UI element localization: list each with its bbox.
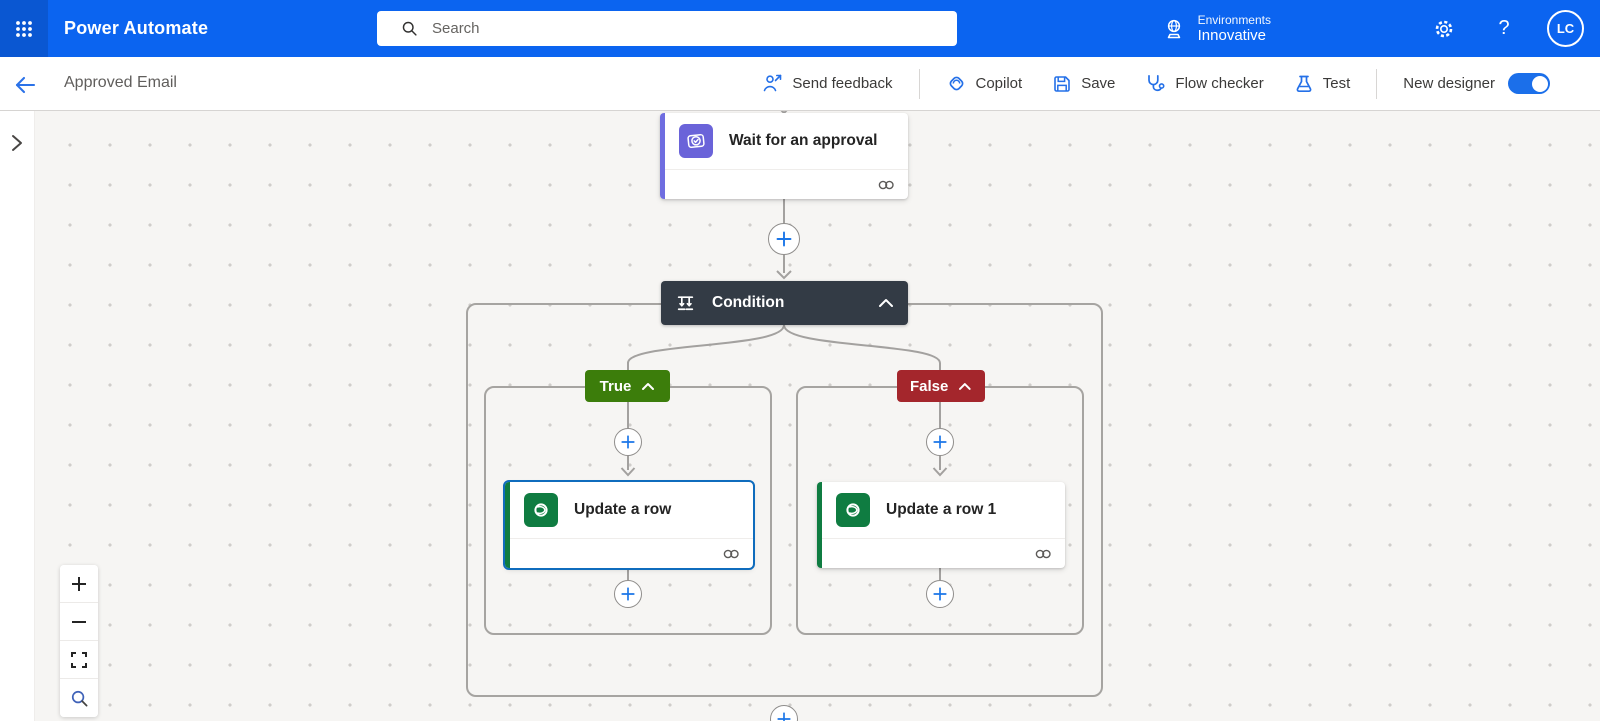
expand-panel-button[interactable] (6, 131, 28, 155)
help-button[interactable]: ? (1487, 12, 1521, 46)
action-card-update-a-row-1[interactable]: Update a row 1 (817, 482, 1065, 568)
toggle-knob (1531, 75, 1548, 92)
fit-to-window-icon (71, 651, 87, 668)
account-avatar[interactable]: LC (1547, 10, 1584, 47)
new-designer-label: New designer (1403, 75, 1495, 92)
dataverse-icon (524, 493, 558, 527)
flow-canvas[interactable]: Wait for an approval (0, 111, 1600, 721)
new-designer-toggle[interactable] (1508, 73, 1550, 94)
collapse-false-chevron-icon (959, 382, 972, 390)
collapse-true-chevron-icon (642, 382, 655, 390)
flow-checker-button[interactable]: Flow checker (1135, 67, 1273, 100)
add-action-plus-icon (621, 587, 635, 601)
false-label: False (910, 377, 949, 395)
condition-title: Condition (712, 294, 785, 311)
add-action-plus-icon (933, 435, 947, 449)
zoom-out-icon (72, 620, 86, 623)
flow-checker-icon (1148, 74, 1165, 92)
toolbar-separator (1376, 68, 1378, 99)
copilot-button[interactable]: Copilot (936, 67, 1033, 100)
zoom-in-icon (72, 576, 86, 591)
back-button[interactable] (12, 72, 38, 98)
insert-step-button-true[interactable] (614, 428, 642, 456)
top-app-bar: Power Automate Environments Innovative (0, 0, 1600, 57)
true-label: True (599, 377, 632, 395)
card-title: Wait for an approval (729, 132, 878, 149)
send-feedback-label: Send feedback (792, 75, 893, 92)
waffle-menu-button[interactable] (0, 0, 48, 57)
canvas-zoom-controls (60, 565, 98, 717)
add-action-button-after-condition[interactable] (770, 705, 798, 721)
gear-icon (1435, 20, 1453, 37)
add-action-button-false[interactable] (926, 580, 954, 608)
approvals-icon (679, 124, 713, 158)
zoom-out-button[interactable] (60, 603, 98, 641)
test-beaker-icon (1296, 75, 1312, 92)
copilot-label: Copilot (975, 75, 1023, 92)
add-action-plus-icon (933, 587, 947, 601)
dataverse-icon (836, 493, 870, 527)
search-canvas-icon (71, 690, 87, 706)
toolbar-separator (918, 68, 920, 99)
link-chain-icon (723, 549, 739, 558)
save-label: Save (1081, 75, 1116, 92)
help-icon: ? (1498, 17, 1510, 39)
save-icon (1054, 75, 1071, 92)
link-chain-icon (1035, 549, 1051, 558)
send-feedback-icon (764, 74, 782, 92)
zoom-in-button[interactable] (60, 565, 98, 603)
collapse-chevron-icon (12, 135, 22, 151)
add-action-button-true[interactable] (614, 580, 642, 608)
true-branch-badge[interactable]: True (585, 370, 670, 402)
waffle-menu-icon (16, 20, 32, 37)
add-action-plus-icon (777, 712, 791, 721)
environment-picker[interactable]: Environments Innovative (1162, 13, 1271, 45)
global-search[interactable] (377, 11, 957, 46)
copilot-icon (949, 76, 963, 91)
send-feedback-button[interactable]: Send feedback (752, 67, 902, 100)
condition-branch-icon (677, 295, 694, 310)
action-card-wait-for-approval[interactable]: Wait for an approval (660, 113, 908, 199)
back-arrow-icon (15, 76, 36, 94)
collapsed-left-panel (0, 111, 35, 721)
flow-title: Approved Email (64, 74, 177, 91)
environments-label: Environments (1197, 12, 1271, 27)
avatar-initials: LC (1556, 21, 1575, 36)
new-designer-control: New designer (1393, 67, 1560, 100)
flow-checker-label: Flow checker (1175, 75, 1264, 92)
card-accent-bar (505, 482, 510, 568)
add-action-plus-icon (776, 231, 792, 247)
app-title: Power Automate (64, 18, 209, 38)
false-branch-badge[interactable]: False (897, 370, 985, 402)
action-card-update-a-row[interactable]: Update a row (503, 480, 755, 570)
save-button[interactable]: Save (1042, 68, 1125, 100)
environment-icon (1167, 19, 1180, 38)
test-button[interactable]: Test (1284, 68, 1361, 100)
search-canvas-button[interactable] (60, 679, 98, 717)
link-chain-icon (878, 180, 894, 189)
card-title: Update a row 1 (886, 501, 997, 518)
designer-command-bar: Approved Email Send feedback Copilot (0, 57, 1600, 111)
add-action-plus-icon (621, 435, 635, 449)
card-accent-bar (660, 113, 665, 199)
card-title: Update a row (574, 501, 672, 518)
collapse-condition-chevron-icon[interactable] (878, 298, 894, 308)
search-input[interactable] (432, 20, 945, 37)
search-icon (402, 21, 417, 36)
insert-step-button-false[interactable] (926, 428, 954, 456)
card-accent-bar (817, 482, 822, 568)
condition-node[interactable]: Condition (661, 281, 908, 325)
test-label: Test (1322, 75, 1351, 92)
insert-step-button[interactable] (768, 223, 800, 255)
fit-to-window-button[interactable] (60, 641, 98, 679)
environment-name: Innovative (1197, 26, 1267, 44)
settings-button[interactable] (1427, 12, 1461, 46)
